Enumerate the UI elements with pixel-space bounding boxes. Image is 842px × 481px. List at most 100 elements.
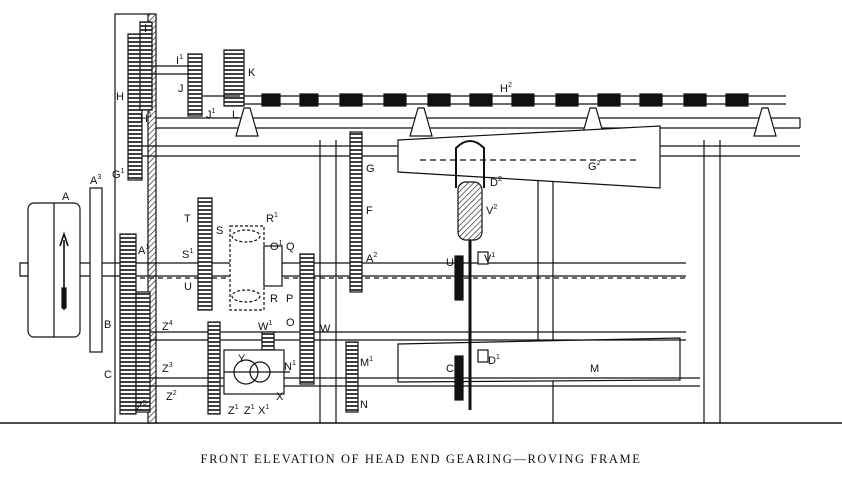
label-S1: S [182, 249, 189, 261]
label-A2: A [366, 253, 374, 265]
figure-caption: FRONT ELEVATION OF HEAD END GEARING—ROVI… [200, 452, 642, 466]
label-H2: H [500, 83, 508, 95]
label-R1: R [266, 213, 274, 225]
label-K: K [248, 67, 256, 79]
label-T: T [184, 213, 191, 225]
svg-text:S1: S1 [182, 248, 193, 261]
svg-text:B: B [104, 319, 111, 331]
label-Y: Y [238, 353, 246, 365]
svg-text:C: C [104, 369, 112, 381]
label-V2: V [486, 205, 494, 217]
label-A: A [62, 191, 70, 203]
bobbin [457, 181, 483, 241]
gear-I1 [187, 53, 203, 117]
label-O: O [286, 317, 295, 329]
label-Z1b: Z [244, 405, 251, 417]
bottom-cone [397, 337, 681, 383]
svg-text:N1: N1 [284, 360, 296, 373]
svg-text:V1: V1 [484, 252, 495, 265]
gear-N [345, 341, 359, 413]
label-Z3: Z [162, 363, 169, 375]
label-J1: J [206, 109, 212, 121]
svg-text:G: G [366, 163, 375, 175]
gear-Z3 [207, 321, 221, 415]
label-O1: O [270, 241, 279, 253]
svg-text:Z4: Z4 [162, 320, 173, 333]
label-N1: N [284, 361, 292, 373]
svg-text:X1: X1 [258, 404, 269, 417]
svg-text:O: O [286, 317, 295, 329]
label-F: F [366, 205, 373, 217]
svg-text:W: W [320, 323, 331, 335]
svg-text:Z5: Z5 [136, 400, 147, 413]
svg-text:J: J [178, 83, 184, 95]
label-N: N [360, 399, 368, 411]
label-C1: C [446, 363, 454, 375]
svg-text:N: N [360, 399, 368, 411]
svg-text:K: K [248, 67, 256, 79]
svg-text:G2: G2 [588, 160, 601, 173]
svg-text:X: X [276, 391, 284, 403]
label-Q: Q [286, 241, 295, 253]
svg-text:M: M [590, 363, 599, 375]
label-A3: A [90, 175, 98, 187]
part-labels: A A3 A1 A2 B C C1 D1 D2 F G G1 G2 H H1 H… [62, 23, 601, 417]
label-Z5: Z [136, 401, 143, 413]
svg-text:F: F [366, 205, 373, 217]
svg-text:C1: C1 [446, 362, 458, 375]
label-I1: I [176, 55, 179, 67]
svg-text:P: P [286, 293, 293, 305]
label-G1: G [112, 169, 121, 181]
gear-A1 [119, 233, 137, 415]
label-A1: A [138, 245, 146, 257]
svg-text:D1: D1 [488, 354, 500, 367]
label-I: I [144, 23, 147, 35]
gear-G [349, 131, 363, 293]
svg-text:H1: H1 [140, 112, 152, 125]
svg-text:R: R [270, 293, 278, 305]
svg-text:O1: O1 [270, 240, 283, 253]
label-X: X [276, 391, 284, 403]
belt-guide [89, 187, 103, 353]
svg-text:H2: H2 [500, 82, 512, 95]
frame-upright-hatch [147, 13, 157, 424]
svg-text:A1: A1 [138, 244, 149, 257]
svg-text:U: U [184, 281, 192, 293]
label-M: M [590, 363, 599, 375]
svg-text:W1: W1 [258, 320, 272, 333]
label-M1: M [360, 357, 369, 369]
svg-text:A2: A2 [366, 252, 377, 265]
svg-text:I1: I1 [176, 54, 183, 67]
label-H1: H [140, 113, 148, 125]
label-L: L [232, 109, 238, 121]
label-U: U [184, 281, 192, 293]
label-G: G [366, 163, 375, 175]
label-S: S [216, 225, 223, 237]
gear-Z5 [135, 291, 151, 413]
label-J: J [178, 83, 184, 95]
svg-text:Z2: Z2 [166, 390, 177, 403]
svg-text:Z3: Z3 [162, 362, 173, 375]
label-X1: X [258, 405, 266, 417]
label-G2: G [588, 161, 597, 173]
label-P: P [286, 293, 293, 305]
gear-Q [299, 253, 315, 385]
svg-text:Q: Q [286, 241, 295, 253]
top-cone [397, 125, 661, 189]
flyer [455, 140, 485, 188]
label-U1: U [446, 257, 454, 269]
label-Z2: Z [166, 391, 173, 403]
svg-text:I: I [144, 23, 147, 35]
svg-text:U1: U1 [446, 256, 458, 269]
svg-text:A3: A3 [90, 174, 101, 187]
label-W: W [320, 323, 331, 335]
label-R: R [270, 293, 278, 305]
svg-text:M1: M1 [360, 356, 373, 369]
label-C: C [104, 369, 112, 381]
label-H: H [116, 91, 124, 103]
gear-K [223, 49, 245, 107]
label-D1: D [488, 355, 496, 367]
svg-text:L: L [232, 109, 238, 121]
label-D2: D [490, 177, 498, 189]
